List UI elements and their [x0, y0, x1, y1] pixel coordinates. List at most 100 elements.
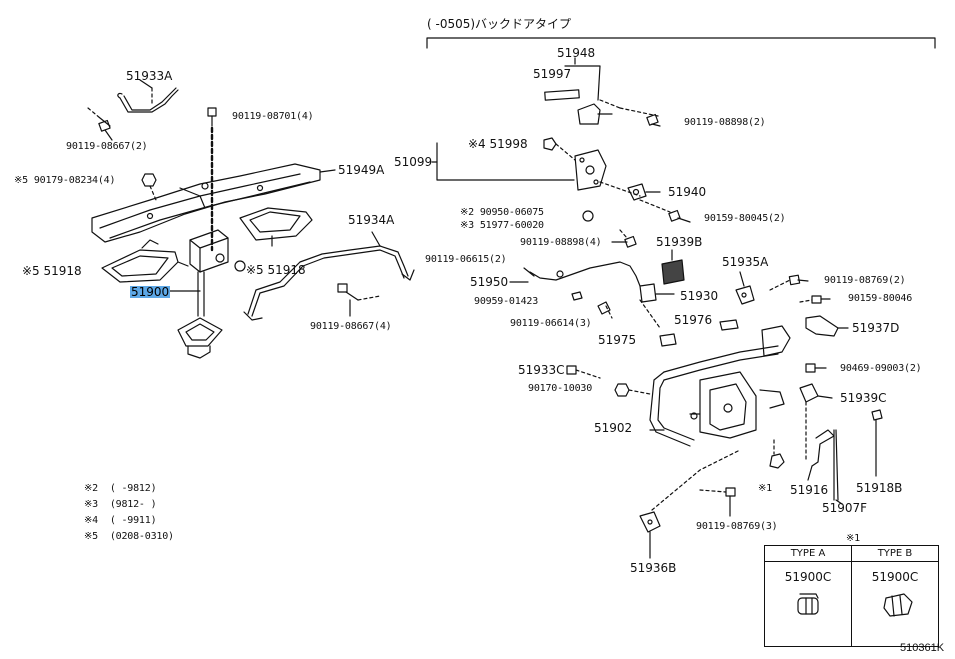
part-51916-hook — [807, 429, 835, 481]
label-90119-08898-2: 90119-08898(2) — [684, 117, 766, 128]
label-51934a: 51934A — [348, 213, 395, 227]
label-51948: 51948 — [557, 46, 596, 60]
label-90469-09003: 90469-09003(2) — [840, 363, 922, 374]
part-51939c-bracket — [799, 383, 833, 461]
label-51939c: 51939C — [840, 391, 887, 405]
label-51933a: 51933A — [126, 69, 173, 83]
legend-row-5: ※5 (0208-0310) — [84, 532, 174, 548]
nut-90179-08234 — [141, 173, 157, 201]
legend-mark: ※3 — [84, 499, 98, 510]
clip-90959-01423 — [571, 291, 583, 301]
label-51950: 51950 — [470, 275, 509, 289]
label-90119-08667-4: 90119-08667(4) — [310, 321, 392, 332]
label-90119-06614: 90119-06614(3) — [510, 318, 592, 329]
label-90179-08234: ※5 90179-08234(4) — [14, 175, 116, 186]
legend-mark: ※4 — [84, 515, 98, 526]
legend-range: ( -9812) — [109, 483, 157, 494]
part-51949a-crossmember — [91, 163, 336, 243]
label-90950-06075: ※2 90950-06075 — [460, 207, 544, 218]
part-51939b-cushion — [661, 249, 685, 285]
part-51933a-rod — [117, 79, 179, 113]
label-51907f: 51907F — [822, 501, 868, 515]
type-table: TYPE A TYPE B 51900C 51900C — [764, 545, 939, 647]
part-51099-plate — [574, 149, 641, 197]
type-b-header: TYPE B — [851, 545, 939, 562]
label-51940: 51940 — [668, 185, 707, 199]
label-51902: 51902 — [594, 421, 633, 435]
part-51902-frame — [649, 325, 791, 447]
label-51976: 51976 — [674, 313, 713, 327]
bolt-90119-08701-4 — [207, 107, 217, 252]
label-51099: 51099 — [394, 155, 433, 169]
type-table-note: ※1 — [846, 533, 860, 544]
label-51939b: 51939B — [656, 235, 703, 249]
legend-mark: ※5 — [84, 531, 98, 542]
legend-range: ( -9911) — [109, 515, 157, 526]
part-51918b-clip — [871, 409, 883, 477]
grommet-90950-06075 — [582, 210, 594, 222]
label-51900[interactable]: 51900 — [130, 285, 171, 299]
label-90959-01423: 90959-01423 — [474, 296, 539, 307]
clip-90469-09003 — [805, 363, 827, 373]
bolt-90119-08769-3 — [699, 487, 736, 517]
part-51935a-plate — [735, 271, 755, 305]
label-90170-10030: 90170-10030 — [528, 383, 593, 394]
part-51975-pad — [659, 333, 677, 347]
label-51935a: 51935A — [722, 255, 769, 269]
bolt-90119-08667-4 — [337, 283, 381, 317]
part-51950-cable — [509, 261, 641, 287]
part-51936b-bracket — [639, 449, 741, 559]
label-51937d: 51937D — [852, 321, 900, 335]
label-note-1: ※1 — [758, 483, 772, 494]
label-90119-06615: 90119-06615(2) — [425, 254, 507, 265]
label-51918b: 51918B — [856, 481, 903, 495]
label-90159-80045: 90159-80045(2) — [704, 213, 786, 224]
label-51998: ※4 51998 — [468, 137, 528, 151]
bolt-51933c — [566, 365, 601, 379]
part-51934a-rod — [243, 231, 415, 321]
legend-row-3: ※3 (9812- ) — [84, 500, 174, 516]
label-51997: 51997 — [533, 67, 572, 81]
bolt-90119-08769-2 — [769, 274, 809, 291]
part-51918-right-plate — [239, 207, 313, 247]
nut-51900c — [769, 439, 785, 469]
label-90119-08769-2: 90119-08769(2) — [824, 275, 906, 286]
part-51907f-rod — [833, 429, 843, 505]
legend-range: (9812- ) — [109, 499, 157, 510]
part-51937d-bracket — [805, 315, 849, 337]
part-51998-pad — [543, 137, 576, 161]
label-90159-80046: 90159-80046 — [848, 293, 913, 304]
type-a-header: TYPE A — [764, 545, 852, 562]
type-b-part: 51900C — [851, 561, 939, 647]
part-51976-pad — [719, 319, 739, 331]
label-51930: 51930 — [680, 289, 719, 303]
legend-row-4: ※4 ( -9911) — [84, 516, 174, 532]
label-90119-08667-2: 90119-08667(2) — [66, 141, 148, 152]
type-a-part: 51900C — [764, 561, 852, 647]
label-51918-left: ※5 51918 — [22, 264, 82, 278]
group-label-back-door: ( -0505)バックドアタイプ — [427, 17, 572, 31]
label-51936b: 51936B — [630, 561, 677, 575]
legend-row-2: ※2 ( -9812) — [84, 484, 174, 500]
label-51977-60020: ※3 51977-60020 — [460, 220, 544, 231]
part-51948-bracket — [544, 57, 659, 125]
label-90119-08701-4: 90119-08701(4) — [232, 111, 314, 122]
bolt-90119-08898-4 — [611, 229, 637, 248]
part-51930-bracket — [639, 283, 675, 329]
part-51900-carrier — [164, 229, 246, 359]
bolt-90119-08667-2 — [87, 107, 113, 141]
legend-range: (0208-0310) — [109, 531, 174, 542]
part-51918-left-plate — [101, 239, 189, 283]
bolt-90119-08898-2 — [646, 113, 661, 127]
label-51933c: 51933C — [518, 363, 565, 377]
label-51916: 51916 — [790, 483, 829, 497]
part-51099-line — [431, 142, 575, 181]
legend-mark: ※2 — [84, 483, 98, 494]
diagram-id: 510361K — [900, 642, 945, 654]
label-51975: 51975 — [598, 333, 637, 347]
nut-90170-10030 — [614, 383, 651, 397]
label-90119-08898-4: 90119-08898(4) — [520, 237, 602, 248]
label-90119-08769-3: 90119-08769(3) — [696, 521, 778, 532]
label-51918-right: ※5 51918 — [246, 263, 306, 277]
part-51940-bracket — [627, 183, 661, 201]
